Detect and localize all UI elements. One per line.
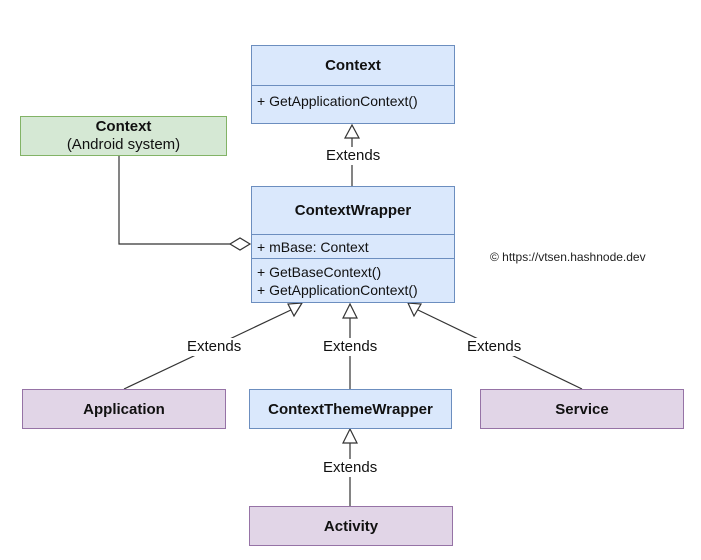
edge-aggregation <box>118 156 230 245</box>
contextthemewrapper-class-title: ContextThemeWrapper <box>268 400 433 418</box>
extends-label-context: Extends <box>325 147 382 165</box>
extends-label-activity: Extends <box>322 459 379 477</box>
contextwrapper-class-box: ContextWrapper + mBase: Context + GetBas… <box>251 186 455 303</box>
contextwrapper-class-title: ContextWrapper <box>294 202 412 219</box>
activity-class-title: Activity <box>323 517 379 535</box>
inheritance-arrow-icon <box>343 123 361 139</box>
application-class-title: Application <box>83 400 165 418</box>
contextwrapper-method-1: + GetBaseContext() <box>257 264 382 280</box>
contextthemewrapper-class-box: ContextThemeWrapper <box>249 389 452 429</box>
extends-label-themewrapper: Extends <box>322 338 379 356</box>
inheritance-arrow-icon <box>342 427 358 444</box>
copyright-watermark: © https://vtsen.hashnode.dev <box>490 250 646 264</box>
extends-label-service: Extends <box>466 338 523 356</box>
android-context-title: Context <box>95 118 152 135</box>
extends-label-application: Extends <box>186 338 243 356</box>
inheritance-arrow-icon <box>407 302 423 318</box>
inheritance-arrow-icon <box>287 302 304 318</box>
android-context-box: Context (Android system) <box>20 116 227 156</box>
aggregation-diamond-icon <box>228 237 252 251</box>
context-class-box: Context + GetApplicationContext() <box>251 45 455 124</box>
service-class-box: Service <box>480 389 684 429</box>
application-class-box: Application <box>22 389 226 429</box>
context-class-title: Context <box>325 57 381 74</box>
contextwrapper-field: + mBase: Context <box>257 239 369 255</box>
android-context-subtitle: (Android system) <box>66 136 181 153</box>
inheritance-arrow-icon <box>342 302 358 319</box>
service-class-title: Service <box>555 400 609 418</box>
activity-class-box: Activity <box>249 506 453 546</box>
context-method: + GetApplicationContext() <box>257 93 418 109</box>
contextwrapper-method-2: + GetApplicationContext() <box>257 282 418 298</box>
